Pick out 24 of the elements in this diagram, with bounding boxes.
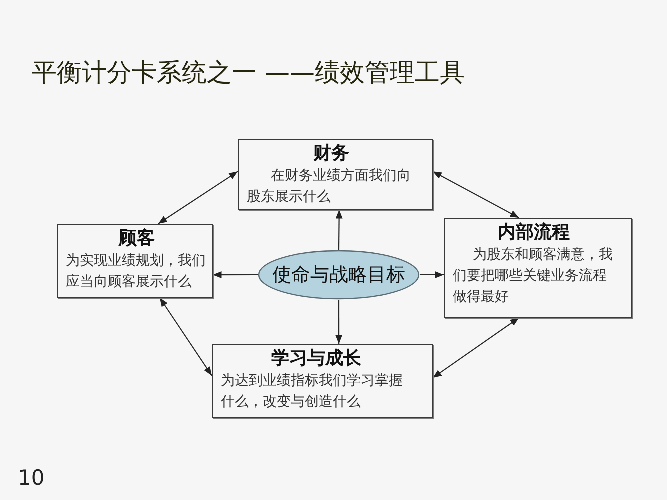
box-heading: 财务 [312, 142, 350, 166]
ellipse-text: 使命与战略目标 [272, 263, 406, 287]
goal-ellipse [258, 250, 420, 300]
perspective-box [57, 224, 213, 298]
arrow [420, 272, 444, 278]
perspective-box [238, 139, 433, 210]
page-number: 10 [18, 466, 45, 490]
perspective-box [212, 344, 433, 418]
box-heading: 学习与成长 [270, 347, 362, 371]
box-heading: 内部流程 [497, 221, 571, 245]
box-description: 为达到业绩指标我们学习掌握什么，改变与创造什么 [221, 372, 404, 412]
slide-title: 平衡计分卡系统之一 ——绩效管理工具 [32, 57, 465, 89]
box-heading: 顾客 [118, 227, 156, 251]
arrow [336, 210, 343, 250]
arrow [336, 300, 343, 344]
box-description: 在财务业绩方面我们向股东展示什么 [247, 167, 412, 207]
arrow [432, 318, 520, 378]
arrow [213, 272, 258, 279]
arrow [158, 171, 238, 224]
arrow [160, 298, 212, 376]
arrow [432, 171, 520, 218]
box-description: 为股东和顾客满意，我们要把哪些关键业务流程做得最好 [453, 246, 614, 307]
perspective-box [444, 218, 632, 318]
box-description: 为实现业绩规划，我们应当向顾客展示什么 [66, 252, 207, 292]
